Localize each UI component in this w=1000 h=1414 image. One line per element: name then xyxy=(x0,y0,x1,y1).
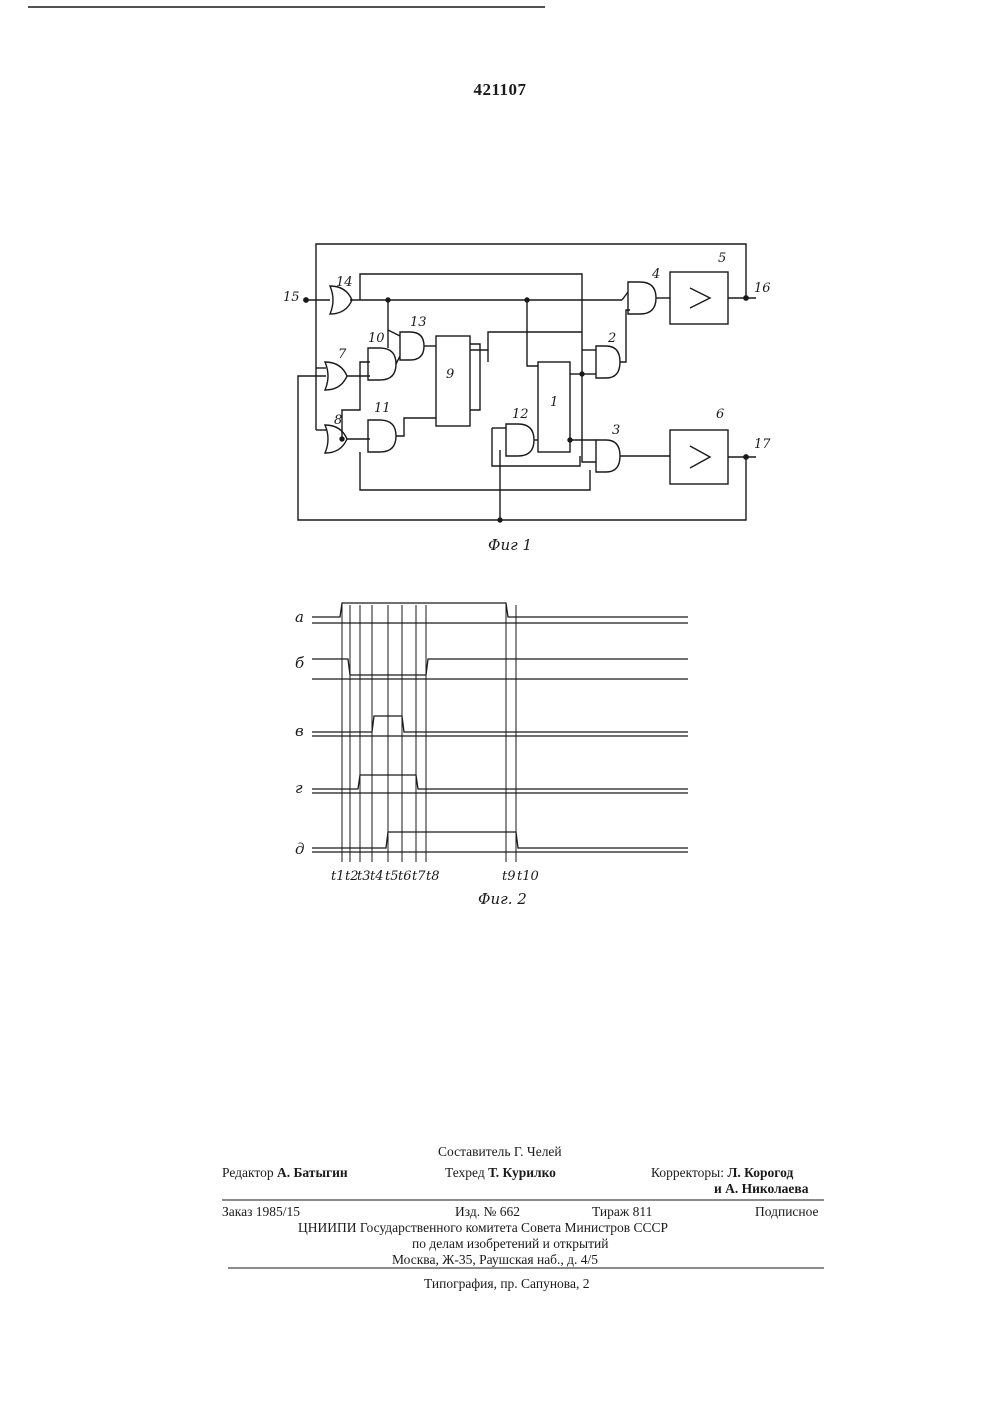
org-line-3: Москва, Ж-35, Раушская наб., д. 4/5 xyxy=(392,1252,598,1268)
printer-line: Типография, пр. Сапунова, 2 xyxy=(424,1276,590,1292)
subscription: Подписное xyxy=(755,1204,819,1220)
circulation: Тираж 811 xyxy=(592,1204,652,1220)
org-line-2: по делам изобретений и открытий xyxy=(412,1236,608,1252)
order-number: Заказ 1985/15 xyxy=(222,1204,300,1220)
edition-number: Изд. № 662 xyxy=(455,1204,520,1220)
org-line-1: ЦНИИПИ Государственного комитета Совета … xyxy=(298,1220,668,1236)
